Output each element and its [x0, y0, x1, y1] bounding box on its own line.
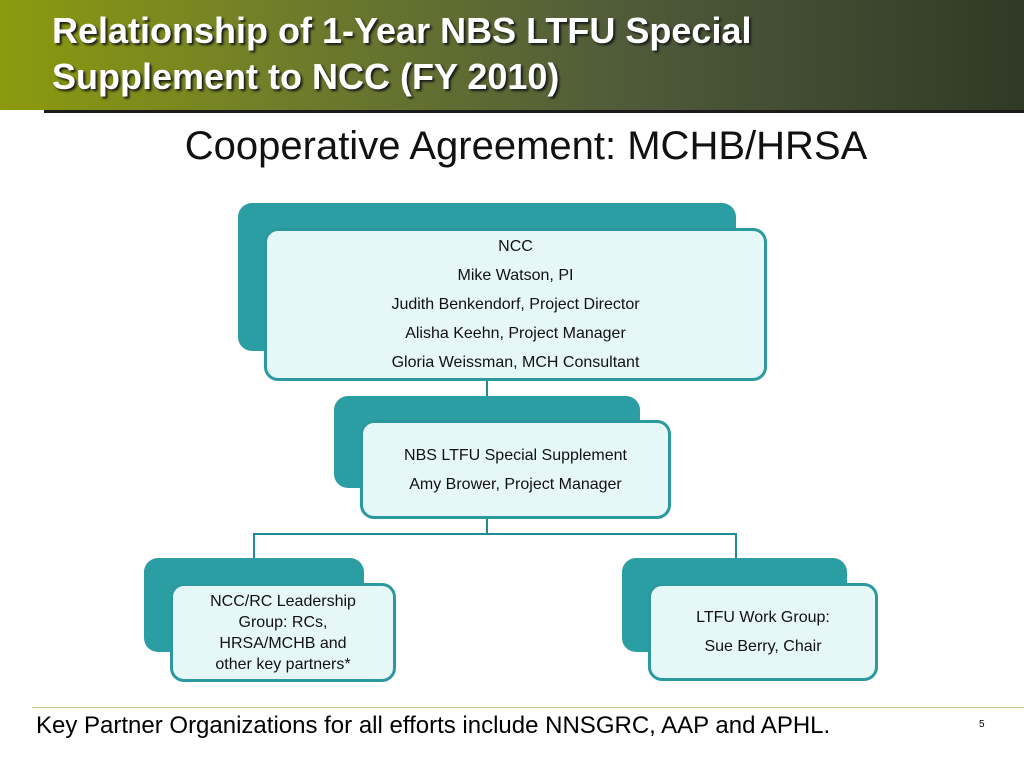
footer-note: Key Partner Organizations for all effort…	[36, 712, 831, 739]
leadership-line-4: other key partners*	[215, 655, 351, 673]
leadership-line-1: NCC/RC Leadership	[210, 592, 356, 610]
ncc-card: NCC Mike Watson, PI Judith Benkendorf, P…	[264, 228, 767, 381]
footer-divider	[32, 707, 1024, 708]
connector-horizontal	[253, 533, 737, 535]
ncc-line-3: Judith Benkendorf, Project Director	[391, 296, 640, 313]
slide-title: Relationship of 1-Year NBS LTFU Special …	[52, 8, 982, 100]
title-divider	[44, 110, 1024, 113]
title-bar	[0, 0, 1024, 110]
leadership-card: NCC/RC Leadership Group: RCs, HRSA/MCHB …	[170, 583, 396, 682]
workgroup-card: LTFU Work Group: Sue Berry, Chair	[648, 583, 878, 681]
leadership-line-3: HRSA/MCHB and	[219, 634, 347, 652]
ncc-line-5: Gloria Weissman, MCH Consultant	[391, 354, 640, 371]
ncc-line-2: Mike Watson, PI	[457, 267, 574, 284]
page-number: 5	[979, 719, 985, 730]
workgroup-line-1: LTFU Work Group:	[696, 609, 830, 626]
slide-title-line-2: Supplement to NCC (FY 2010)	[52, 56, 560, 97]
connector-to-leadership	[253, 533, 255, 558]
supplement-line-1: NBS LTFU Special Supplement	[404, 446, 627, 464]
connector-ncc-to-supplement	[486, 380, 488, 396]
supplement-card: NBS LTFU Special Supplement Amy Brower, …	[360, 420, 671, 519]
connector-supplement-down	[486, 518, 488, 534]
ncc-line-1: NCC	[498, 238, 533, 255]
slide-subtitle: Cooperative Agreement: MCHB/HRSA	[184, 124, 868, 168]
slide-title-line-1: Relationship of 1-Year NBS LTFU Special	[52, 10, 752, 51]
workgroup-line-2: Sue Berry, Chair	[704, 638, 822, 655]
connector-to-workgroup	[735, 533, 737, 558]
ncc-line-4: Alisha Keehn, Project Manager	[405, 325, 626, 342]
supplement-line-2: Amy Brower, Project Manager	[409, 475, 622, 493]
leadership-line-2: Group: RCs,	[238, 613, 328, 631]
